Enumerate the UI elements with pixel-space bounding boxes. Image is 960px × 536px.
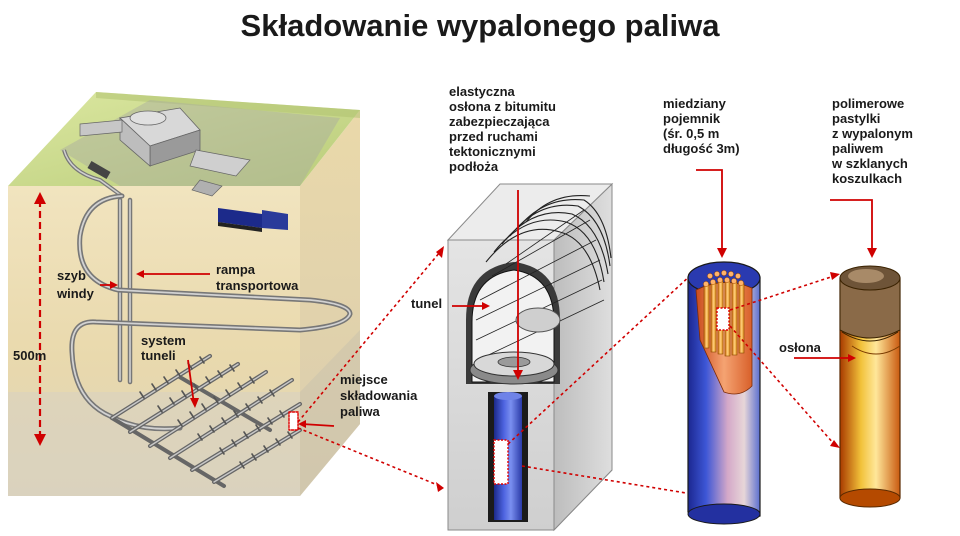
page-title: Składowanie wypalonego paliwa — [240, 8, 720, 43]
fuel-pellet — [839, 265, 901, 508]
label-bitumen-line: osłona z bitumitu — [449, 99, 556, 114]
surface-facility — [62, 107, 288, 232]
label-skladowania: składowania — [340, 388, 418, 403]
underground-tunnels — [69, 193, 353, 488]
label-szyb: szyb — [57, 268, 86, 283]
label-system: system — [141, 333, 186, 348]
label-paliwa: paliwa — [340, 404, 380, 419]
label-pellet-line: polimerowe — [832, 96, 905, 111]
left-pointer-lines — [100, 270, 335, 428]
label-miejsce: miejsce — [340, 372, 388, 387]
right-pointer-lines — [696, 169, 877, 448]
label-pellet-line: paliwem — [832, 141, 884, 156]
label-container-line: długość 3m) — [663, 141, 740, 156]
label-bitumen-line: podłoża — [449, 159, 499, 174]
label-bitumen-line: elastyczna — [449, 84, 515, 99]
label-tunel: tunel — [411, 296, 443, 311]
label-windy: windy — [57, 286, 94, 301]
tunnel-cutaway — [446, 182, 614, 532]
label-pellet-line: z wypalonym — [832, 126, 913, 141]
label-copper-container: miedziany pojemnik (śr. 0,5 m długość 3m… — [663, 96, 740, 156]
label-pellet-line: koszulkach — [832, 171, 903, 186]
label-bitumen-line: zabezpieczająca — [449, 114, 550, 129]
label-container-line: miedziany — [663, 96, 726, 111]
label-container-line: pojemnik — [663, 111, 721, 126]
label-pellet-line: pastylki — [832, 111, 881, 126]
label-pellet-line: w szklanych — [832, 156, 908, 171]
copper-canister — [687, 261, 761, 525]
label-oslona: osłona — [779, 340, 821, 355]
label-polymer-pellets: polimerowe pastylki z wypalonym paliwem … — [832, 96, 913, 186]
label-depth: 500m — [13, 348, 47, 363]
label-container-line: (śr. 0,5 m — [663, 126, 720, 141]
label-tuneli: tuneli — [141, 348, 176, 363]
label-bitumen-shield: elastyczna osłona z bitumitu zabezpiecza… — [449, 84, 556, 174]
label-rampa: rampa — [216, 262, 256, 277]
label-transportowa: transportowa — [216, 278, 299, 293]
label-bitumen-line: przed ruchami — [449, 129, 538, 144]
middle-pointer-lines — [297, 190, 696, 498]
label-bitumen-line: tektonicznymi — [449, 144, 536, 159]
depth-dimension — [34, 192, 46, 446]
